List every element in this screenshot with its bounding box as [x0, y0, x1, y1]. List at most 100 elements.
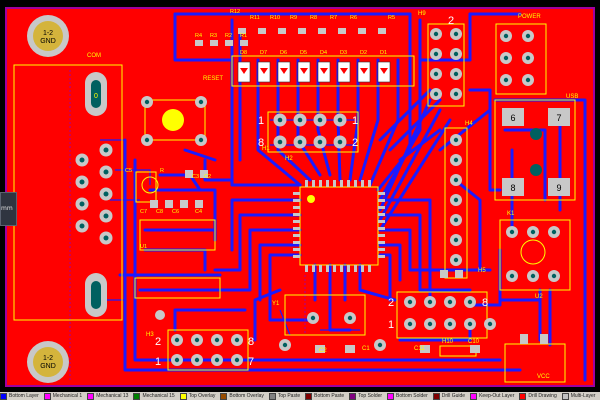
layer-color-swatch: [349, 392, 357, 400]
svg-text:2: 2: [448, 15, 454, 27]
layer-color-swatch: [432, 392, 440, 400]
layer-tab[interactable]: Top Overlay: [179, 392, 216, 400]
layer-tab-label: Top Solder: [358, 393, 383, 399]
layer-tab[interactable]: Top Solder: [349, 392, 383, 400]
svg-text:R1: R1: [240, 33, 247, 39]
layer-color-swatch: [220, 392, 228, 400]
layer-color-swatch: [179, 392, 187, 400]
svg-text:D3: D3: [340, 50, 347, 56]
svg-text:R2: R2: [225, 33, 232, 39]
svg-text:U1: U1: [140, 244, 147, 250]
svg-text:C2: C2: [204, 174, 211, 180]
svg-text:1: 1: [155, 356, 161, 368]
svg-text:D8: D8: [240, 50, 247, 56]
layer-tab-label: Bottom Overlay: [229, 393, 264, 399]
measure-panel-tab[interactable]: mm: [0, 192, 17, 226]
layer-color-swatch: [470, 392, 478, 400]
layer-tab[interactable]: Bottom Paste: [305, 392, 344, 400]
db9-connector[interactable]: 0: [75, 72, 113, 317]
svg-text:H3: H3: [146, 332, 154, 338]
layer-tab-label: Bottom Layer: [9, 393, 39, 399]
layer-tab[interactable]: Drill Guide: [432, 392, 465, 400]
mounting-hole-top: 1-2 GND: [27, 15, 69, 57]
svg-text:RESET: RESET: [203, 76, 223, 82]
svg-text:R6: R6: [350, 15, 357, 21]
svg-text:6: 6: [510, 113, 515, 123]
svg-text:8: 8: [258, 137, 264, 149]
svg-text:R7: R7: [330, 15, 337, 21]
svg-text:8: 8: [510, 183, 515, 193]
svg-text:Y1: Y1: [272, 301, 280, 307]
svg-text:2: 2: [388, 297, 394, 309]
layer-tab[interactable]: Bottom Overlay: [220, 392, 264, 400]
layer-tab[interactable]: Top Paste: [268, 392, 301, 400]
layer-color-swatch: [0, 392, 7, 400]
layer-tab-label: Mechanical 1: [52, 393, 83, 399]
layer-tab-label: Drill Drawing: [528, 393, 557, 399]
svg-text:7: 7: [556, 113, 561, 123]
svg-text:R12: R12: [230, 9, 240, 15]
reset-switch[interactable]: [141, 96, 207, 146]
layer-tab[interactable]: Bottom Solder: [387, 392, 428, 400]
svg-text:C1: C1: [362, 346, 370, 352]
svg-text:R8: R8: [310, 15, 317, 21]
layer-tab[interactable]: Mechanical 15: [133, 392, 175, 400]
svg-text:R10: R10: [270, 15, 280, 21]
led-array: [231, 55, 415, 87]
layer-tab-label: Multi-Layer: [570, 393, 596, 399]
layer-tab[interactable]: Multi-Layer: [561, 392, 596, 400]
mcu-chip[interactable]: [293, 180, 385, 272]
layer-tab-label: Mechanical 13: [96, 393, 129, 399]
layer-tab[interactable]: Mechanical 13: [87, 392, 129, 400]
layer-color-swatch: [43, 392, 51, 400]
measure-panel-label: mm: [1, 205, 13, 212]
svg-text:H9: H9: [418, 11, 426, 17]
bottom-overlay: [69, 70, 306, 380]
svg-text:1: 1: [352, 115, 358, 127]
usb-connector[interactable]: 6 7 8 9: [502, 108, 570, 196]
layer-tab[interactable]: Drill Drawing: [519, 392, 557, 400]
svg-text:GND: GND: [40, 38, 56, 45]
layer-tab-label: Top Overlay: [188, 393, 216, 399]
svg-text:C11: C11: [414, 346, 425, 352]
svg-text:R11: R11: [250, 15, 260, 21]
layer-tab-label: Top Paste: [277, 393, 301, 399]
svg-text:R9: R9: [290, 15, 297, 21]
svg-text:H4: H4: [465, 121, 473, 127]
top-overlay: [13, 23, 576, 383]
layer-tab-label: Keep-Out Layer: [479, 393, 515, 399]
svg-text:1: 1: [258, 115, 264, 127]
svg-text:C5: C5: [125, 168, 132, 174]
svg-text:D6: D6: [280, 50, 287, 56]
layer-tab[interactable]: Bottom Layer: [0, 392, 39, 400]
silkscreen-labels: COM RESET R12 R11 R10 R9 R8 R7 R6 R5 R4 …: [87, 9, 578, 380]
svg-text:C3: C3: [192, 174, 199, 180]
svg-text:USB: USB: [566, 94, 578, 100]
svg-text:2: 2: [352, 137, 358, 149]
svg-text:8: 8: [248, 336, 254, 348]
svg-text:D4: D4: [320, 50, 327, 56]
layer-tab[interactable]: Keep-Out Layer: [470, 392, 515, 400]
svg-text:7: 7: [248, 356, 254, 368]
svg-text:U2: U2: [535, 294, 543, 300]
pin-numbers: 1 1 8 2 2 8 1 7 2 8 1 2: [155, 15, 488, 368]
svg-text:H2: H2: [285, 156, 293, 162]
svg-text:C8: C8: [156, 209, 163, 215]
svg-text:H5: H5: [478, 268, 486, 274]
svg-text:D5: D5: [300, 50, 307, 56]
layer-color-swatch: [561, 392, 569, 400]
svg-text:POWER: POWER: [518, 14, 541, 20]
svg-text:GND: GND: [40, 363, 56, 370]
layer-color-swatch: [305, 392, 313, 400]
svg-text:VCC: VCC: [537, 374, 550, 380]
resistor-pads[interactable]: [150, 28, 548, 353]
layer-color-swatch: [87, 392, 95, 400]
layer-color-swatch: [519, 392, 527, 400]
header-pads[interactable]: [155, 28, 560, 366]
layer-tab[interactable]: Mechanical 1: [43, 392, 83, 400]
layer-color-swatch: [387, 392, 395, 400]
svg-text:1-2: 1-2: [43, 355, 53, 362]
svg-text:R4: R4: [195, 33, 202, 39]
